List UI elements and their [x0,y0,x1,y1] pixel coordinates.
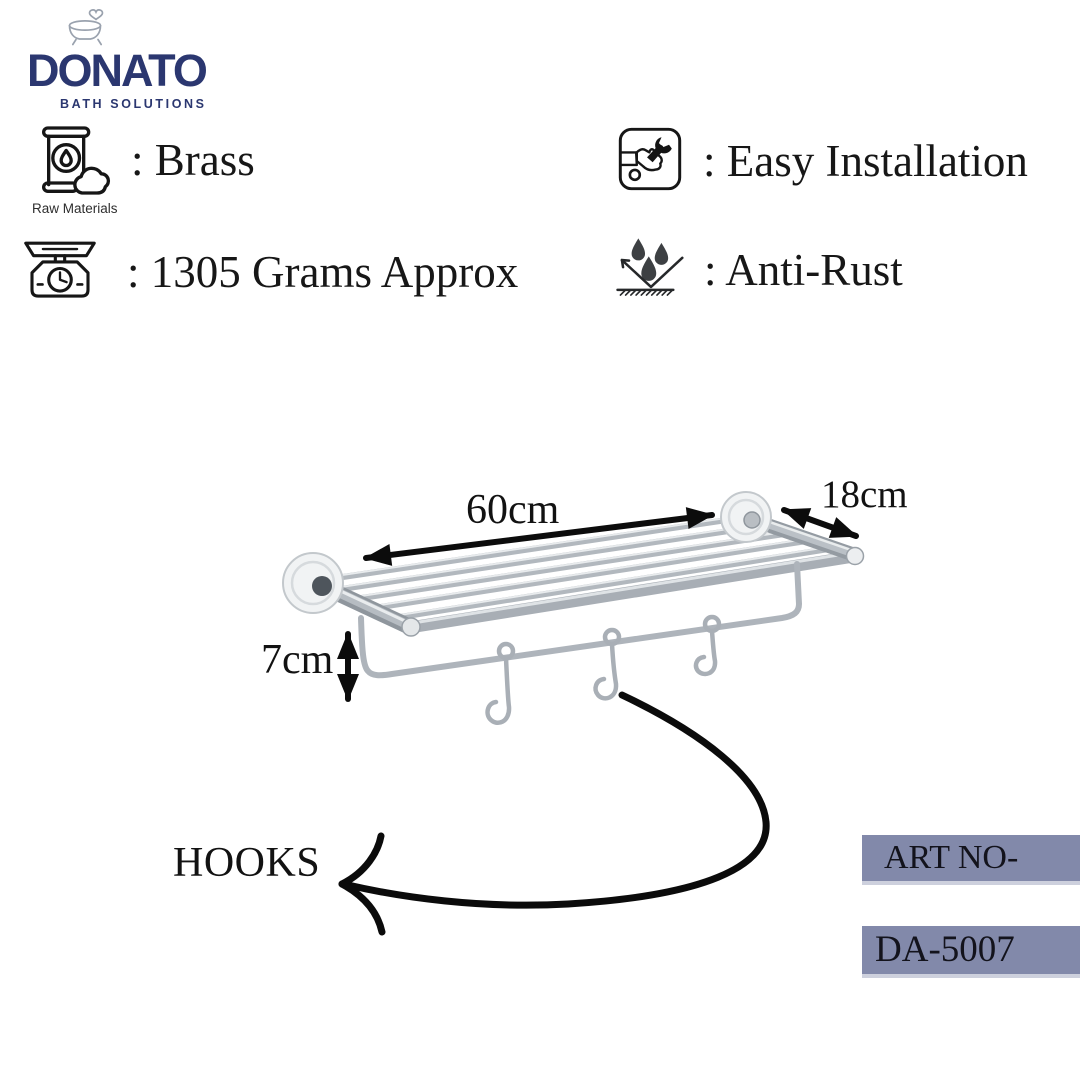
length-arrow [363,507,715,566]
length-label: 60cm [466,487,560,533]
art-no-label-box: ART NO- [862,835,1080,881]
feature-material-value: : Brass [131,135,255,185]
depth-arrow [781,507,859,539]
bathtub-icon [68,9,104,46]
depth-label: 18cm [821,473,908,516]
raw-materials-caption: Raw Materials [32,201,118,216]
hooks-curved-arrow [338,691,770,936]
anti-rust-icon [616,238,684,296]
art-no-value-box: DA-5007 [862,926,1080,974]
brand-name: DONATO [27,45,208,96]
brand-logo: DONATO BATH SOLUTIONS [27,6,208,111]
easy-installation-icon [618,127,682,191]
raw-materials-icon [41,126,111,195]
s-hooks [485,614,722,725]
lower-towel-bar [358,561,803,679]
feature-installation-value: : Easy Installation [703,136,1028,186]
drop-label: 7cm [261,637,334,683]
feature-weight-value: : 1305 Grams Approx [127,247,519,297]
brand-tagline: BATH SOLUTIONS [60,97,207,111]
art-no-value: DA-5007 [875,929,1015,970]
art-no-label: ART NO- [884,839,1019,876]
dimension-arrows [337,507,859,702]
weight-scale-icon [24,241,96,298]
hooks-callout: HOOKS [173,840,321,886]
wall-flanges [282,491,772,614]
feature-antirust-value: : Anti-Rust [704,245,903,295]
